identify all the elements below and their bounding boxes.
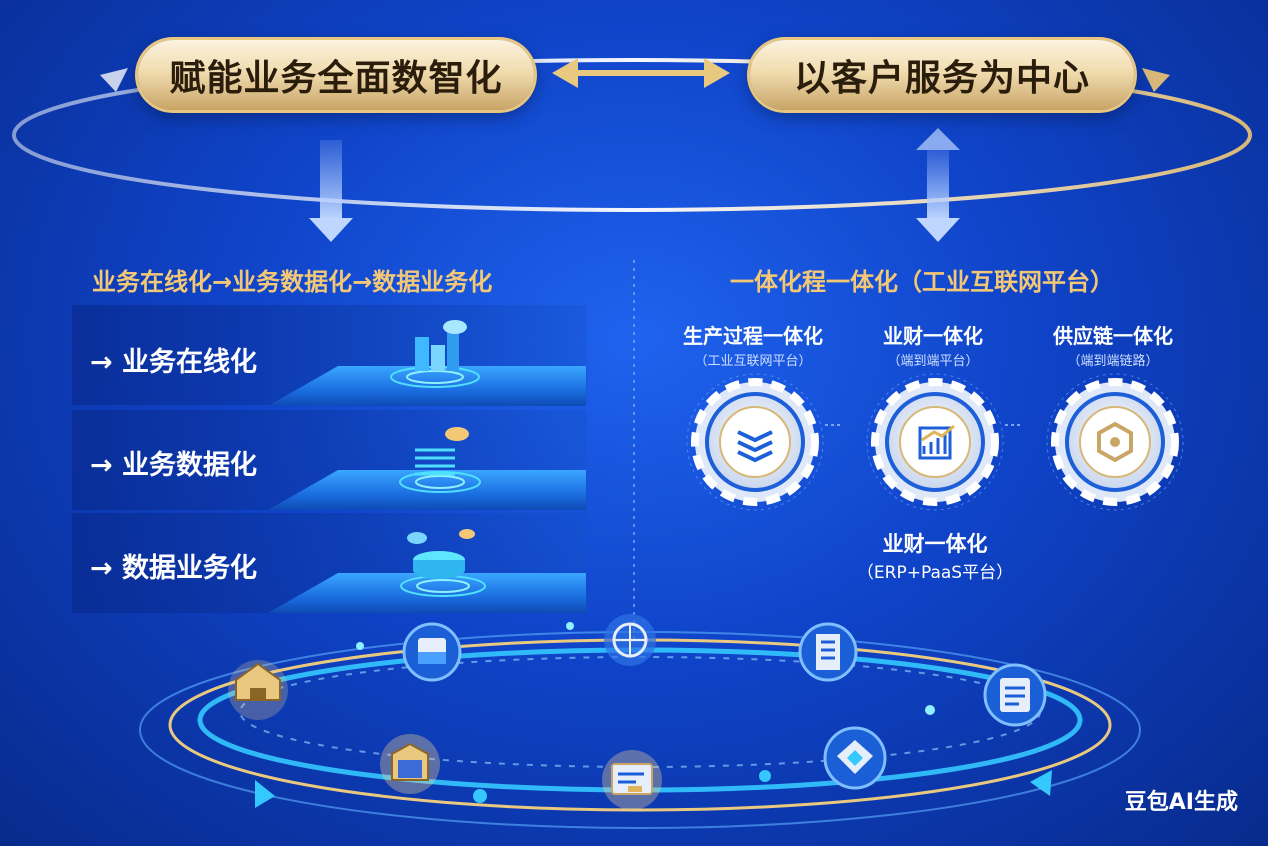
warehouse-icon [228, 660, 288, 720]
gear-title-supply: 供应链一体化 [1053, 324, 1173, 348]
data-bars-icon [399, 427, 481, 493]
gear-title-finance: 业财一体化 [883, 324, 983, 348]
gears-group [686, 373, 1184, 511]
gear-finance-icon [866, 373, 1004, 511]
cloud-building-icon [390, 320, 480, 388]
ring-nodes [228, 614, 1047, 810]
step-label-online: → 业务在线化 [90, 347, 258, 378]
gear-supply-icon [1046, 373, 1184, 511]
storage-rack-icon [380, 734, 440, 794]
package-icon [402, 622, 462, 682]
ai-generated-watermark: 豆包AI生成 [1124, 790, 1238, 815]
gear-production-icon [686, 373, 824, 511]
gear-sub-finance: （端到端平台） [887, 354, 979, 369]
gear-sub-supply: （端到端链路） [1067, 354, 1159, 369]
invoice-icon [602, 750, 662, 810]
left-section-title: 业务在线化→业务数据化→数据业务化 [92, 268, 493, 296]
document-icon [983, 663, 1047, 727]
right-section-title: 一体化程一体化（工业互联网平台） [730, 268, 1114, 296]
globe-icon [604, 614, 656, 666]
gear-sub-production: （工业互联网平台） [694, 354, 812, 369]
center-finance-sub: （ERP+PaaS平台） [856, 563, 1014, 583]
step-label-data: → 业务数据化 [90, 450, 258, 481]
step-label-business: → 数据业务化 [90, 553, 258, 584]
center-finance-label: 业财一体化 [882, 532, 988, 556]
gear-title-production: 生产过程一体化 [683, 324, 823, 348]
database-disc-icon [400, 529, 486, 597]
shield-logo-icon [823, 726, 887, 790]
office-building-icon [798, 622, 858, 682]
pill-empower-digitalization: 赋能业务全面数智化 [138, 40, 534, 110]
pill-customer-centric: 以客户服务为中心 [750, 40, 1134, 110]
